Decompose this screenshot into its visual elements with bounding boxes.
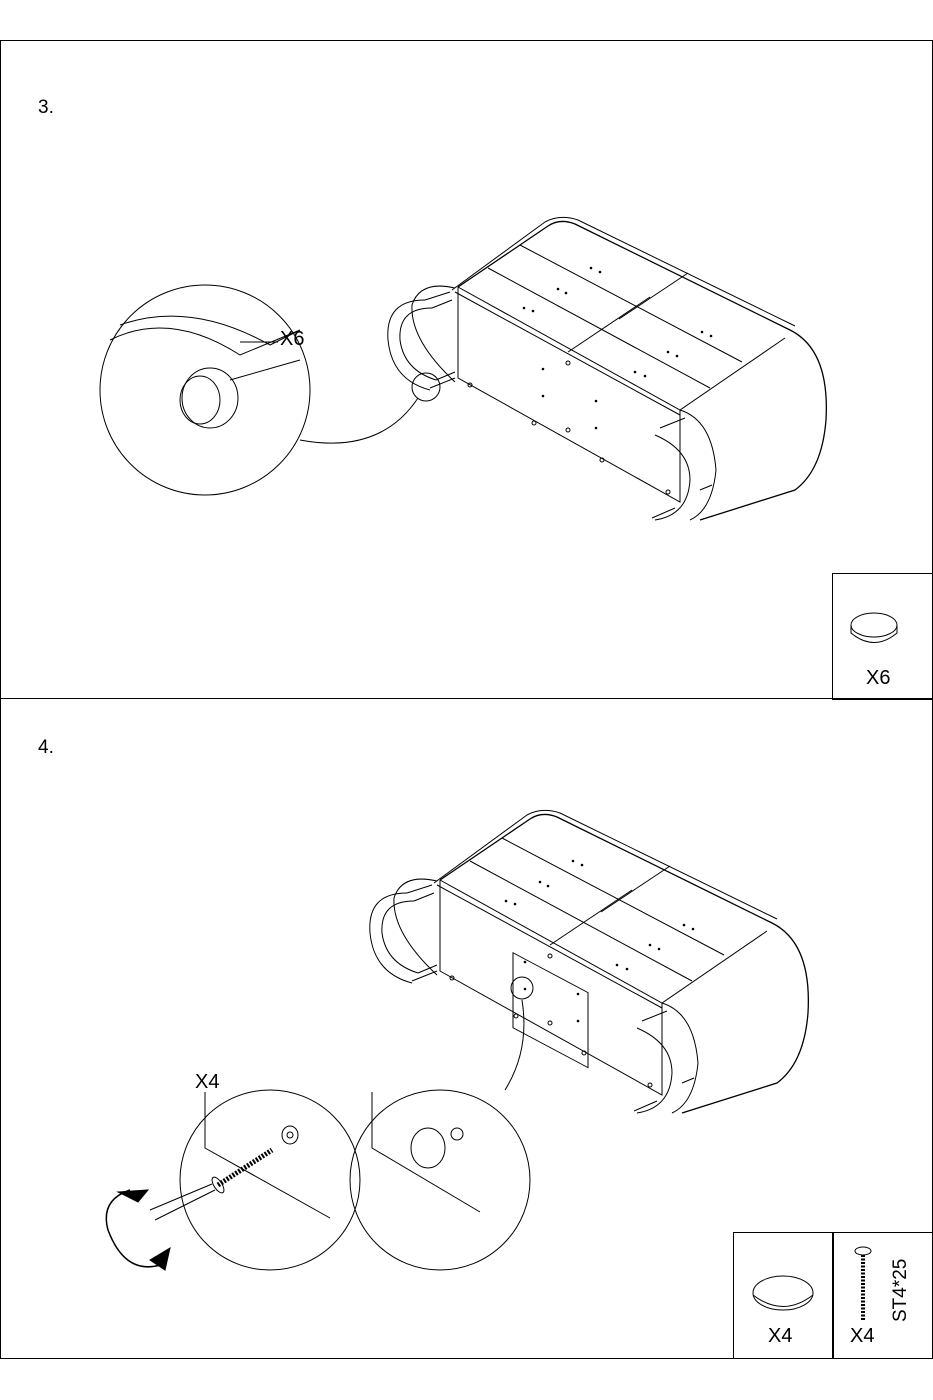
- part-quantity: X4: [768, 1325, 793, 1347]
- cabinet-drawing: [387, 216, 828, 521]
- cabinet-drawing: [369, 809, 810, 1114]
- mounting-plate: [512, 952, 589, 1069]
- part-quantity: X6: [866, 667, 891, 689]
- screwdriver-rotation-icon: [105, 1189, 161, 1268]
- detail-marker: [411, 372, 441, 402]
- cover-cap-detail: [410, 1127, 446, 1169]
- parts-box: [832, 1232, 933, 1359]
- step-number: 4.: [38, 737, 54, 758]
- step-divider: [0, 698, 933, 699]
- callout-quantity: X6: [280, 328, 305, 350]
- cover-cap-icon: [752, 1275, 814, 1311]
- detail-callout-circle: [349, 1089, 531, 1271]
- step-number: 3.: [38, 97, 54, 118]
- felt-pad-detail: [181, 367, 239, 429]
- callout-quantity: X4: [195, 1071, 220, 1093]
- detail-callout-circle: [179, 1089, 361, 1271]
- screw-detail: [216, 1147, 274, 1188]
- parts-box: [733, 1232, 834, 1359]
- detail-callout-circle: [99, 284, 311, 496]
- screw-spec: ST4*25: [890, 1258, 911, 1322]
- part-quantity: X4: [850, 1325, 875, 1347]
- parts-box: [832, 573, 933, 700]
